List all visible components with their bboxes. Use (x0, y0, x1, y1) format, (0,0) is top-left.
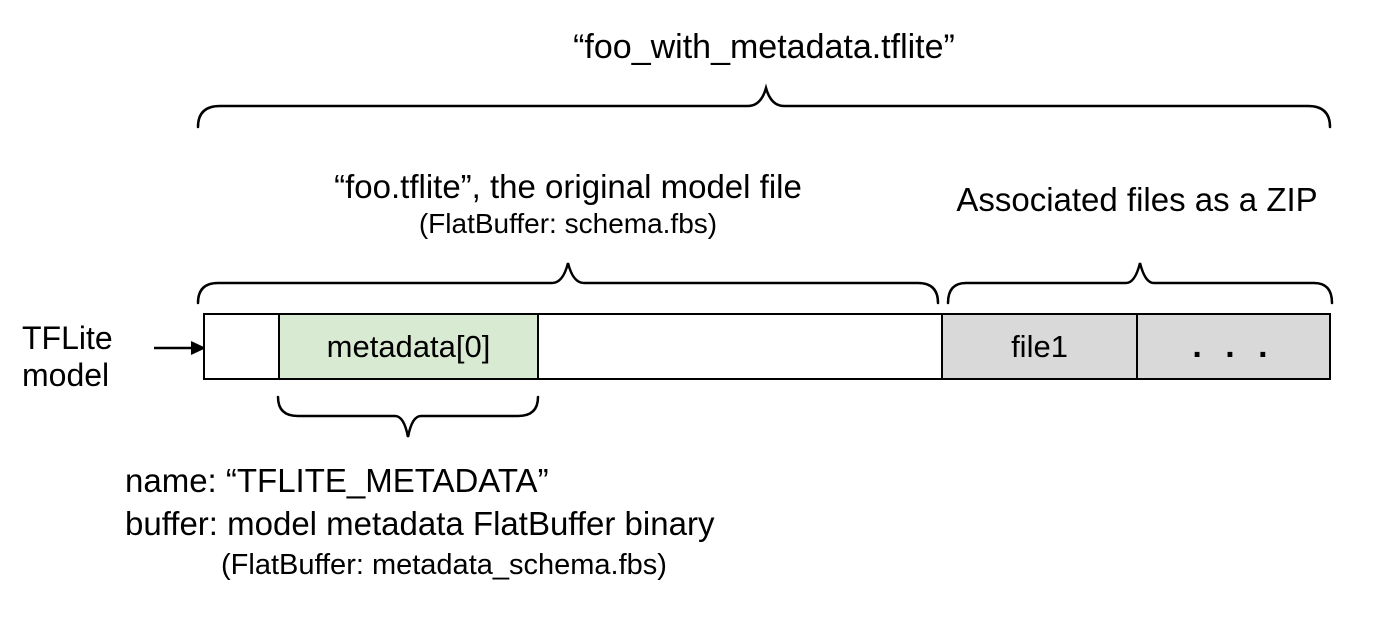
whole-file-brace-icon (196, 83, 1332, 129)
model-subcaption-line: (FlatBuffer: schema.fbs) (418, 208, 718, 239)
tflite-model-label-line1: TFLite (22, 320, 113, 356)
bar-segment-associated-file-1: file1 (941, 315, 1136, 378)
metadata-annotation-name: name: “TFLITE_METADATA” (125, 462, 549, 499)
bar-segment-metadata-buffer: metadata[0] (278, 315, 539, 378)
bar-segment-model-header (205, 315, 278, 378)
tflite-model-label-line2: model (22, 357, 110, 393)
zip-section-caption: Associated files as a ZIP (956, 181, 1318, 218)
metadata-brace-icon (276, 395, 540, 438)
memory-bar: metadata[0] file1 . . . (203, 313, 1331, 380)
model-section-brace-icon (196, 262, 940, 305)
model-section-caption: “foo.tflite”, the original model file (F… (168, 167, 968, 240)
diagram-title: “foo_with_metadata.tflite” (573, 28, 955, 66)
metadata-annotation-buffer: buffer: model metadata FlatBuffer binary (125, 505, 715, 542)
metadata-annotation-schema: (FlatBuffer: metadata_schema.fbs) (221, 549, 667, 581)
model-caption-line: “foo.tflite”, the original model file (334, 168, 802, 205)
metadata-annotation: name: “TFLITE_METADATA” buffer: model me… (125, 459, 714, 585)
zip-section-brace-icon (946, 262, 1334, 305)
bar-segment-model-body (539, 315, 941, 378)
tflite-model-label: TFLite model (22, 320, 152, 394)
bar-segment-associated-files-more: . . . (1136, 315, 1329, 378)
